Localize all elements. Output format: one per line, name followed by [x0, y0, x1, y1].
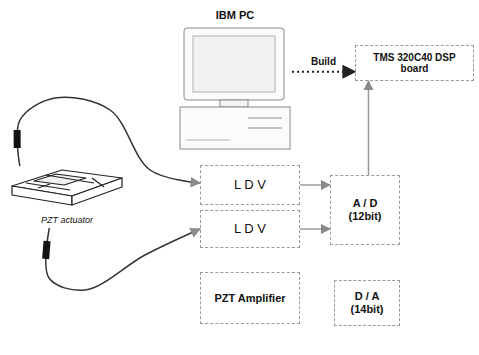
- node-label: TMS 320C40 DSP board: [362, 52, 467, 75]
- signal-arrow: [300, 228, 330, 230]
- node-label: PZT Amplifier: [214, 292, 285, 305]
- flexure-slot: [26, 183, 70, 190]
- dac-box: D / A (14bit): [334, 280, 400, 326]
- adc-box: A / D (12bit): [330, 175, 400, 245]
- moving-platform: [34, 174, 86, 185]
- signal-arrow: [368, 81, 370, 175]
- flexure-slot: [92, 178, 104, 187]
- computer-illustration: [180, 28, 290, 149]
- system-unit: [180, 107, 290, 149]
- edge-label: Build: [309, 56, 338, 67]
- drive-slot: [248, 128, 282, 129]
- screen: [193, 36, 275, 92]
- optical-fiber: [46, 228, 200, 290]
- optical-fiber: [17, 97, 200, 183]
- amplifier-box: PZT Amplifier: [200, 272, 300, 324]
- drive-slot: [248, 118, 282, 119]
- node-label: L D V: [234, 222, 266, 237]
- actuator-illustration: [12, 170, 122, 205]
- signal-arrow: [292, 71, 355, 73]
- panel-line: [186, 140, 230, 141]
- stage-side: [72, 178, 122, 205]
- computer-node: IBM PC: [178, 6, 292, 152]
- monitor-stand: [220, 100, 248, 107]
- node-label: IBM PC: [216, 9, 255, 22]
- fiber-connector: [14, 130, 21, 148]
- actuator-node: PZT actuator: [8, 166, 126, 228]
- fiber-connector: [42, 241, 50, 259]
- node-label: L D V: [234, 178, 266, 193]
- flexure-slot: [38, 184, 50, 188]
- node-label: A / D (12bit): [337, 197, 393, 222]
- signal-arrow: [300, 184, 330, 186]
- dsp-board-box: TMS 320C40 DSP board: [355, 45, 474, 81]
- node-label: D / A (14bit): [341, 290, 393, 315]
- ldv-box: L D V: [200, 165, 300, 205]
- flexure-slot: [46, 175, 94, 183]
- ldv-box: L D V: [200, 210, 300, 248]
- monitor: [184, 28, 284, 100]
- node-label: PZT actuator: [41, 215, 93, 225]
